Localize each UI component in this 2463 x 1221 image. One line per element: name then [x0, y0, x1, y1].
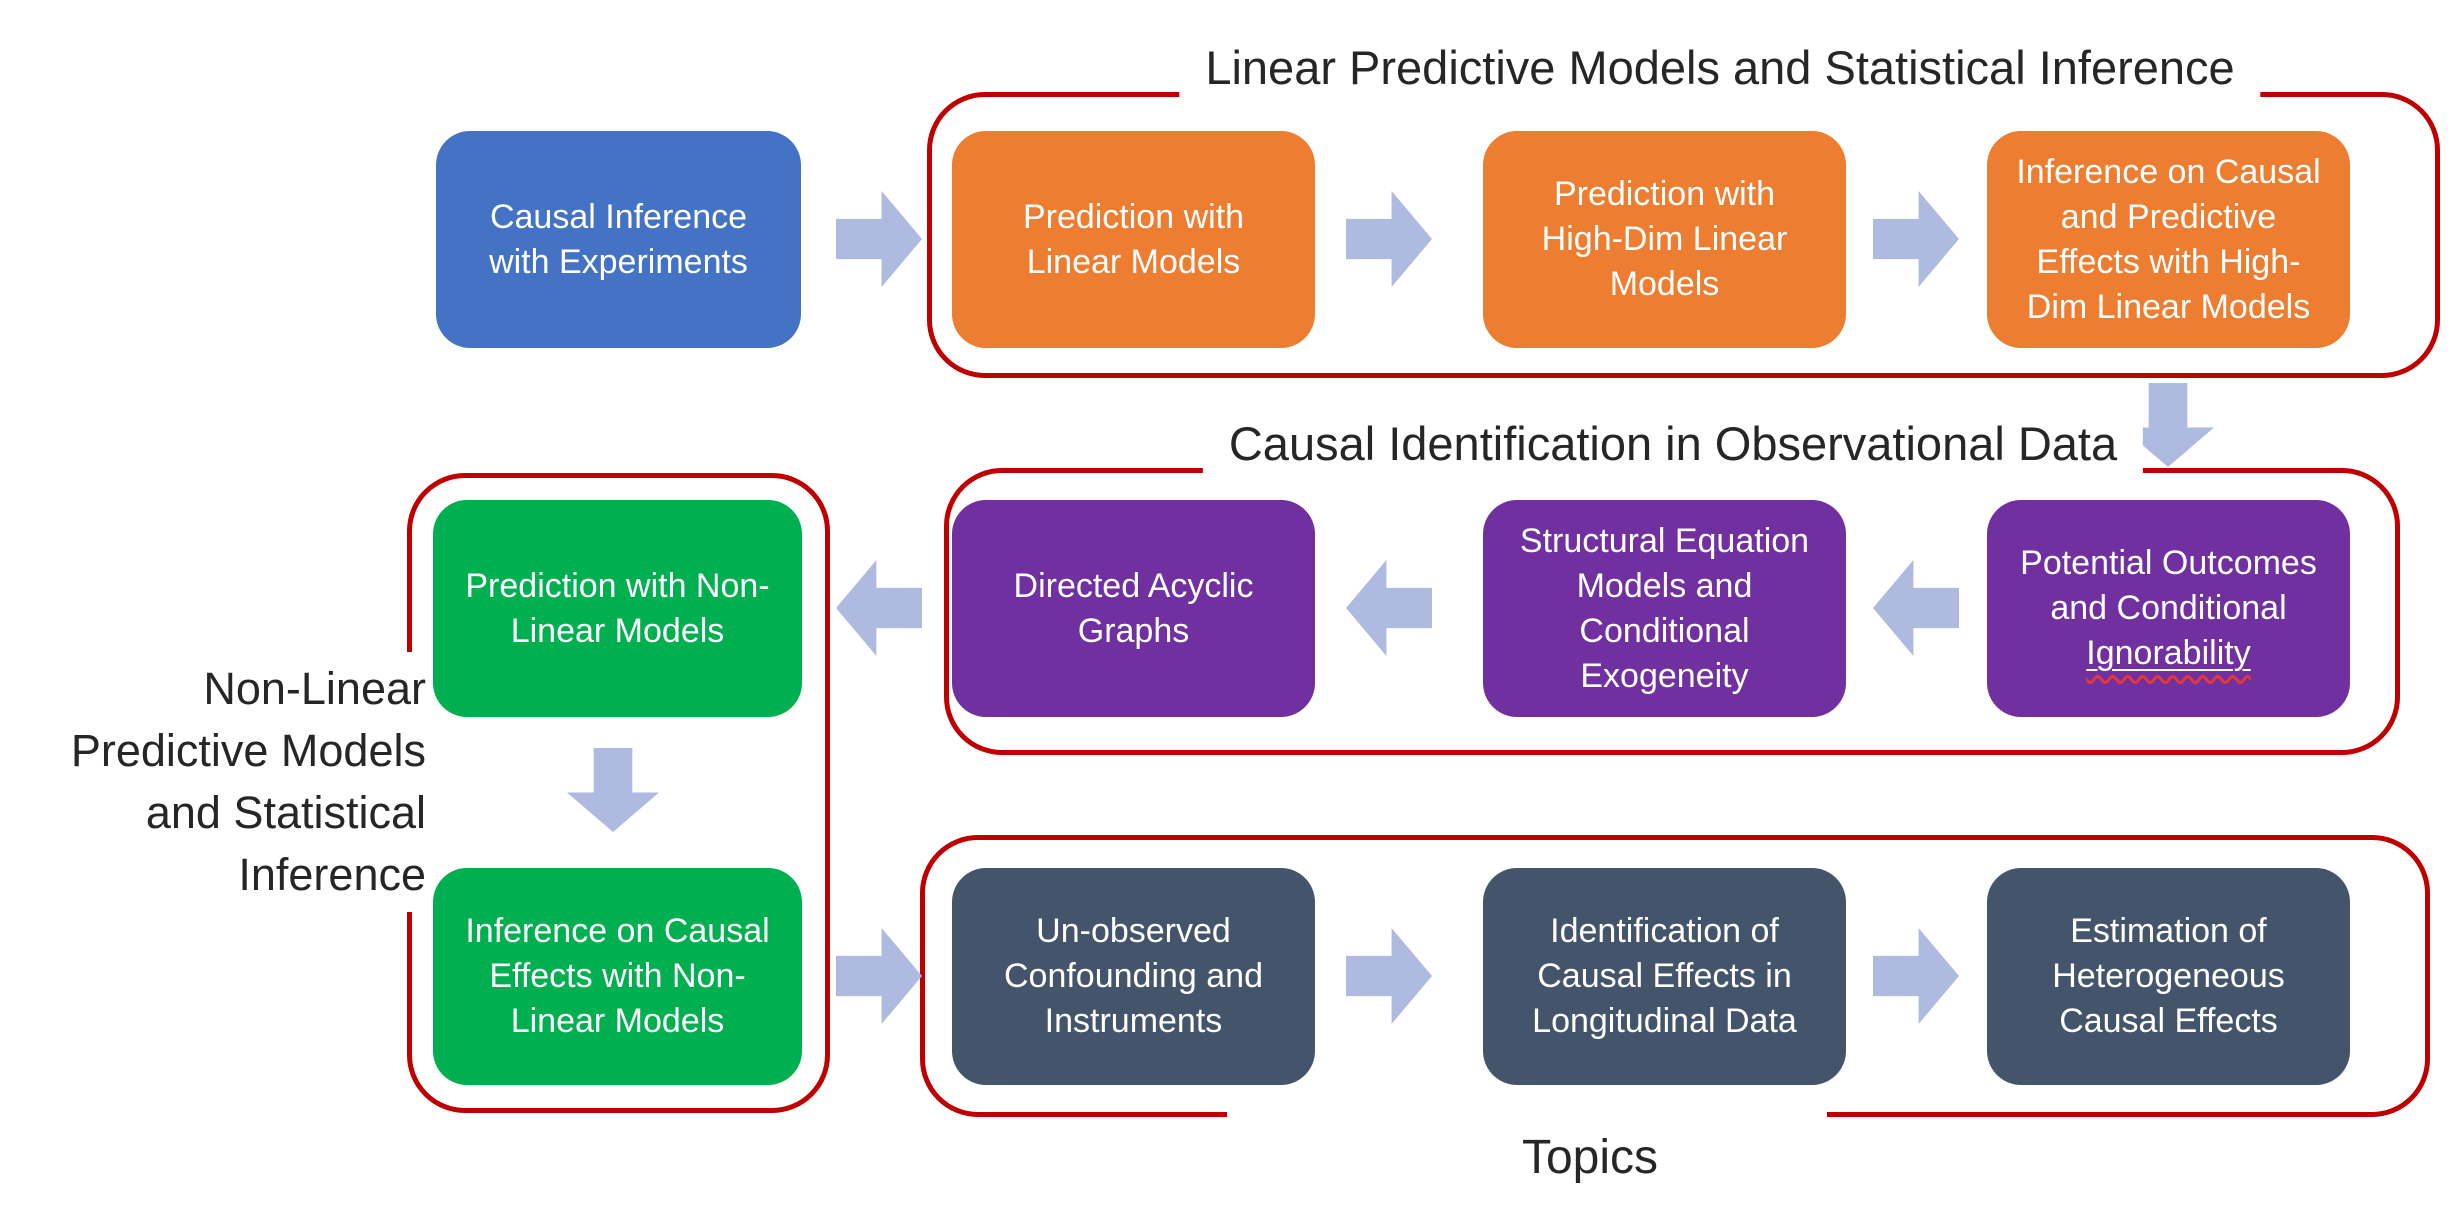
box-prediction-nonlinear-models: Prediction with Non- Linear Models [433, 500, 802, 717]
flow-arrow-left-dag-to-nonlinear [836, 560, 922, 656]
potential-label-start: Potential Outcomes and Conditional [2020, 544, 2317, 627]
box-inference-nonlinear-models: Inference on Causal Effects with Non- Li… [433, 868, 802, 1085]
group-title-observational: Causal Identification in Observational D… [1202, 412, 2144, 476]
underlined-word: Ignorability [2086, 634, 2251, 672]
group-title-nonlinear: Non-Linear Predictive Models and Statist… [6, 652, 426, 912]
box-potential-outcomes-ignorability: Potential Outcomes and Conditional Ignor… [1987, 500, 2350, 717]
box-prediction-linear-models: Prediction with Linear Models [952, 131, 1315, 348]
topics-border-gap [1227, 1100, 1827, 1130]
spellcheck-squiggle: Ignorability [2086, 631, 2250, 676]
box-causal-inference-experiments: Causal Inference with Experiments [436, 131, 801, 348]
group-title-topics: Topics [1521, 1131, 1659, 1184]
box-estimation-heterogeneous-effects: Estimation of Heterogeneous Causal Effec… [1987, 868, 2350, 1085]
flow-arrow-right-nonlinear2-to-topics [836, 928, 922, 1024]
box-directed-acyclic-graphs: Directed Acyclic Graphs [952, 500, 1315, 717]
flow-arrow-right-experiments-to-linear1 [836, 191, 922, 287]
box-unobserved-confounding-instruments: Un-observed Confounding and Instruments [952, 868, 1315, 1085]
box-identification-longitudinal-data: Identification of Causal Effects in Long… [1483, 868, 1846, 1085]
box-structural-equation-models: Structural Equation Models and Condition… [1483, 500, 1846, 717]
box-inference-highdim-linear-models: Inference on Causal and Predictive Effec… [1987, 131, 2350, 348]
group-title-linear: Linear Predictive Models and Statistical… [1179, 36, 2261, 100]
box-prediction-highdim-linear-models: Prediction with High-Dim Linear Models [1483, 131, 1846, 348]
